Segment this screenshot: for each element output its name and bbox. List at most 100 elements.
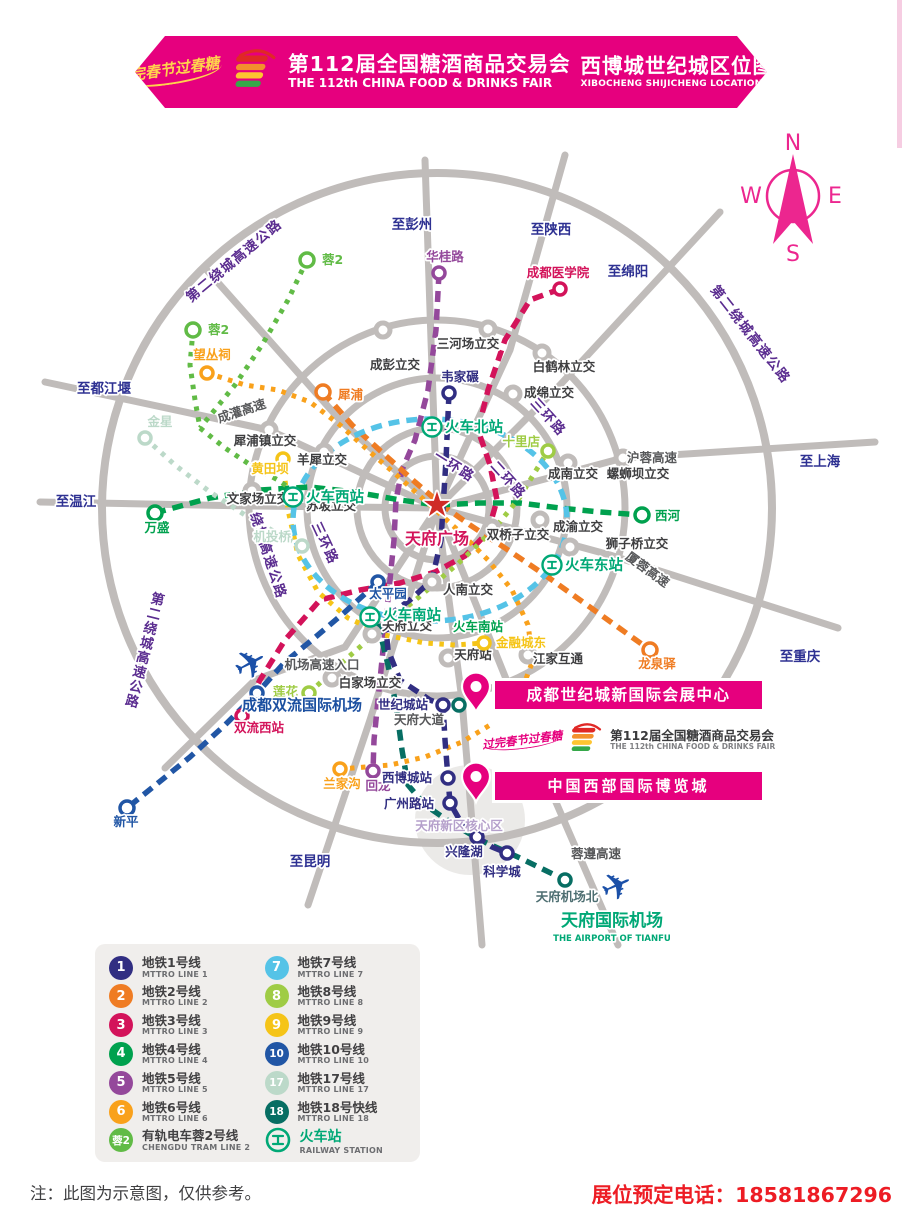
metro-station	[301, 685, 317, 701]
interchange-label: 苏坡立交	[306, 498, 357, 513]
legend-railway-en: RAILWAY STATION	[299, 1145, 383, 1155]
callout-fair-title: 第112届全国糖酒商品交易会 THE 112th CHINA FOOD & DR…	[610, 728, 776, 752]
legend-line-badge: 4	[109, 1041, 133, 1066]
edge-label: 至重庆	[780, 648, 821, 665]
metro-station	[332, 761, 348, 777]
legend-label-cn: 有轨电车蓉2号线	[142, 1128, 239, 1144]
tianfu-square-star-icon: ★	[422, 485, 452, 525]
metro-line-2	[320, 390, 652, 653]
station-label: 蓉2	[208, 322, 229, 337]
metro-station	[199, 365, 215, 381]
interchange-node	[340, 488, 360, 508]
road-nne	[433, 151, 569, 512]
interchange-node	[314, 442, 334, 462]
legend-line-badge: 9	[264, 1013, 289, 1038]
metro-station	[314, 383, 332, 401]
metro-station	[234, 708, 250, 724]
interchange-node	[322, 668, 342, 688]
legend-label-en: MTTRO LINE 17	[297, 1084, 370, 1094]
location-pin-icon	[460, 761, 492, 805]
booking-phone: 展位预定电话：18581867296	[591, 1183, 892, 1207]
tianfu-airport-label: 天府国际机场	[561, 910, 663, 931]
pin-body	[460, 671, 492, 715]
station-label: 莲花	[273, 684, 299, 699]
metro-station	[435, 697, 451, 713]
legend-label-en: MTTRO LINE 1	[142, 969, 208, 979]
legend-label-en: MTTRO LINE 4	[142, 1056, 208, 1066]
venue-callout-bottom-bar: 中国西部国际博览城	[495, 772, 762, 800]
legend-label-cn: 地铁9号线	[297, 1013, 357, 1029]
banner-title-cn: 第112届全国糖酒商品交易会	[288, 52, 571, 77]
edge-label: 至彭州	[392, 216, 433, 233]
legend-label-en: MTTRO LINE 18	[297, 1113, 370, 1123]
metro-station	[431, 265, 447, 281]
station-label: 万盛	[143, 520, 170, 535]
interchange-node	[558, 453, 578, 473]
road-label: 天府大道	[394, 712, 445, 727]
callout-fair-title-en: THE 112th CHINA FOOD & DRINKS FAIR	[610, 742, 776, 752]
legend-line-badge: 3	[109, 1013, 133, 1038]
station-label: 蓉2	[322, 252, 343, 267]
station-label: 太平园	[369, 586, 407, 601]
road-northwest	[201, 264, 441, 512]
fair-logo-glyph	[571, 723, 602, 751]
station-label: 机投桥	[253, 529, 291, 544]
railway-icon-glyph	[427, 422, 437, 432]
metro-station	[499, 845, 515, 861]
legend-label-cn: 地铁7号线	[297, 955, 357, 971]
banner-subtitle-en: XIBOCHENG SHIJICHENG LOCATION MAP	[580, 78, 789, 89]
railway-station-label: 火车东站	[565, 556, 623, 574]
metro-station	[249, 685, 265, 701]
callout-fair-title-cn: 第112届全国糖酒商品交易会	[610, 728, 774, 743]
legend-label-cn: 地铁17号线	[297, 1070, 365, 1086]
station-label: 回龙	[365, 778, 391, 793]
legend-label-en: MTTRO LINE 9	[297, 1027, 364, 1037]
banner-title-en: THE 112th CHINA FOOD & DRINKS FAIR	[288, 75, 553, 90]
railway-icon-glyph	[365, 612, 375, 622]
station-label: 新平	[113, 814, 139, 829]
metro-station	[298, 251, 316, 269]
tianfu-square-label: 天府广场	[405, 529, 469, 548]
interchange-node	[362, 624, 382, 644]
station-label: 十里店	[502, 434, 540, 449]
station-label: 成都医学院	[527, 265, 590, 280]
station-label: 西博城站	[382, 770, 433, 785]
legend-line-badge: 8	[264, 984, 289, 1009]
edge-label: 至陕西	[531, 221, 572, 238]
interchange-label: 螺蛳坝立交	[607, 466, 670, 481]
compass-west-label: W	[740, 184, 762, 209]
metro-station	[118, 799, 136, 817]
compass-north-label: N	[785, 131, 801, 156]
banner-subtitle: 西博城世纪城区位图 XIBOCHENG SHIJICHENG LOCATION …	[580, 54, 789, 89]
legend-line-badge: 18	[264, 1099, 289, 1124]
metro-line-5	[370, 272, 442, 772]
station-label: 金星	[146, 414, 172, 429]
metro-station	[365, 763, 381, 779]
legend-label-en: MTTRO LINE 5	[142, 1084, 208, 1094]
station-label: 天府机场北	[536, 889, 599, 904]
interchange-label: 狮子桥立交	[605, 536, 669, 551]
metro-line-8	[307, 449, 551, 695]
banner-title: 第112届全国糖酒商品交易会 THE 112th CHINA FOOD & DR…	[288, 53, 570, 90]
road-west	[36, 498, 441, 512]
railway-station-label: 火车北站	[445, 418, 503, 436]
legend-label-cn: 地铁8号线	[297, 984, 357, 1000]
interchange-label: 江家互通	[533, 651, 584, 666]
interchange-node	[613, 448, 633, 468]
metro-station	[440, 770, 456, 786]
